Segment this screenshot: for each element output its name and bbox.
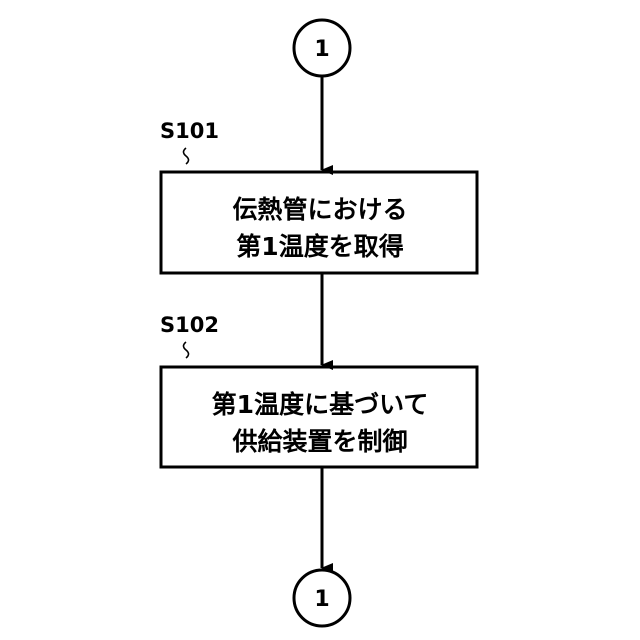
step-s101-line-2: 第1温度を取得 <box>236 232 403 261</box>
connector-top-label: 1 <box>314 37 329 62</box>
step-s101-line-1: 伝熱管における <box>232 195 407 224</box>
step-s101-leader <box>184 148 189 164</box>
step-s102-line-1: 第1温度に基づいて <box>212 390 429 419</box>
connector-top: 1 <box>294 20 350 76</box>
step-s102-leader <box>184 342 189 358</box>
connector-bottom-label: 1 <box>314 587 329 612</box>
step-s102-id: S102 <box>160 313 219 337</box>
step-s101-id: S101 <box>160 119 219 143</box>
connector-bottom: 1 <box>294 570 350 626</box>
step-s102-line-2: 供給装置を制御 <box>231 427 407 456</box>
step-s102: S102 第1温度に基づいて 供給装置を制御 <box>160 313 477 467</box>
step-s101: S101 伝熱管における 第1温度を取得 <box>160 119 477 273</box>
